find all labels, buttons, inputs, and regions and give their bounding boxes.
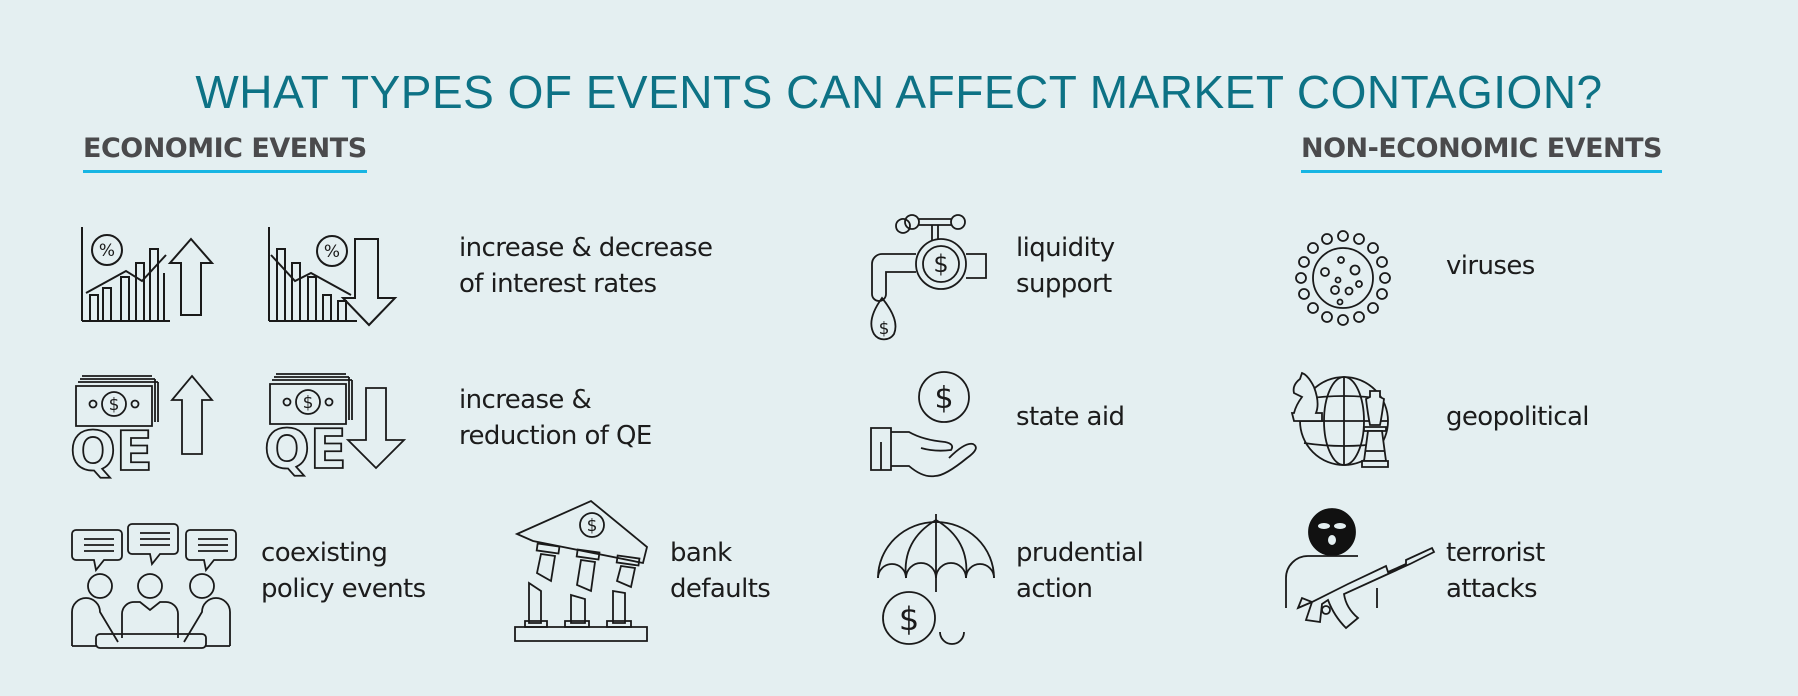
globe-chess-pieces-icon [1288, 369, 1394, 469]
svg-text:$: $ [879, 319, 890, 339]
terrorist-attacks-label: terrorist attacks [1446, 538, 1545, 604]
svg-text:%: % [99, 241, 115, 261]
bank-defaults-label: bank defaults [670, 538, 771, 604]
prudential-action-label: prudential action [1016, 538, 1144, 604]
svg-text:$: $ [587, 516, 598, 536]
chart-percent-down-arrow-icon: % [267, 225, 402, 323]
faucet-dollar-drop-icon: $ $ [866, 212, 988, 348]
liquidity-support-label: liquidity support [1016, 233, 1115, 299]
svg-text:%: % [324, 242, 340, 262]
svg-text:$: $ [899, 600, 919, 638]
hand-dollar-coin-icon: $ [869, 370, 991, 470]
svg-text:QE: QE [264, 418, 347, 481]
masked-gunman-icon [1284, 508, 1424, 636]
qe-money-down-arrow-icon: $ QE [263, 372, 409, 482]
svg-text:$: $ [933, 250, 948, 278]
qe-label: increase & reduction of QE [459, 385, 652, 451]
non-economic-events-heading: NON-ECONOMIC EVENTS [1301, 133, 1663, 173]
umbrella-dollar-icon: $ [876, 512, 998, 646]
policy-events-label: coexisting policy events [261, 538, 426, 604]
meeting-speech-bubbles-icon [70, 520, 238, 648]
chart-percent-up-arrow-icon: % [80, 225, 215, 323]
interest-rates-label: increase & decrease of interest rates [459, 233, 713, 299]
geopolitical-label: geopolitical [1446, 402, 1590, 432]
svg-text:QE: QE [70, 420, 153, 483]
state-aid-label: state aid [1016, 402, 1125, 432]
page-title: WHAT TYPES OF EVENTS CAN AFFECT MARKET C… [195, 65, 1603, 118]
svg-text:$: $ [934, 381, 953, 416]
economic-events-heading: ECONOMIC EVENTS [83, 133, 367, 173]
svg-text:$: $ [303, 393, 314, 413]
viruses-label: viruses [1446, 251, 1535, 281]
virus-icon [1293, 228, 1393, 328]
collapsing-bank-icon: $ [513, 499, 648, 634]
svg-text:$: $ [109, 395, 120, 415]
qe-money-up-arrow-icon: $ QE [69, 372, 215, 484]
